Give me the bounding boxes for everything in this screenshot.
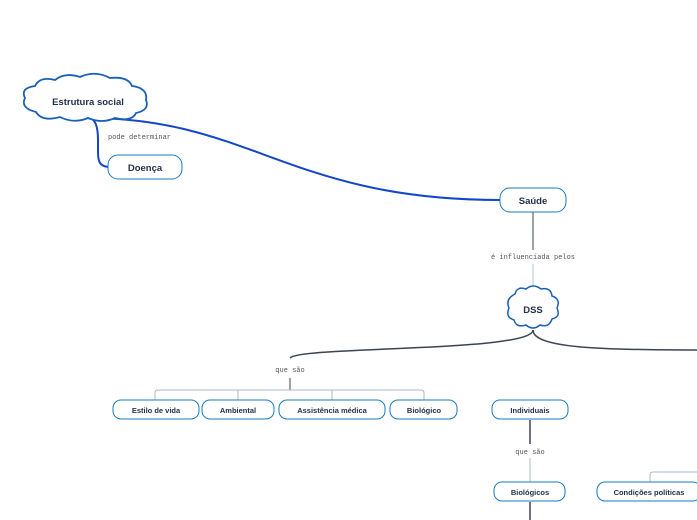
link-label-influenciada: é influenciada pelos <box>491 254 575 262</box>
node-dss[interactable]: DSS <box>507 285 559 329</box>
node-saude[interactable]: Saúde <box>499 187 567 213</box>
connector-dss-left <box>289 329 534 359</box>
node-biologicos[interactable]: Biológicos <box>493 481 566 502</box>
node-doenca[interactable]: Doença <box>107 154 183 180</box>
connector-estrutura-saude <box>87 117 501 201</box>
node-label: Biológicos <box>511 488 549 497</box>
cloud-shape <box>507 285 559 329</box>
link-label-pode-determinar: pode determinar <box>108 134 171 142</box>
link-label-que-sao-individuais: que são <box>515 449 544 457</box>
node-box <box>499 187 567 213</box>
node-assistencia-medica[interactable]: Assistência médica <box>278 399 386 420</box>
node-estrutura-social[interactable]: Estrutura social <box>22 72 148 122</box>
connector-left-branches <box>154 389 425 400</box>
node-box <box>389 399 458 420</box>
cloud-shape <box>22 72 148 122</box>
node-label: DSS <box>523 305 543 316</box>
connector-dss-right <box>532 329 697 351</box>
node-box <box>278 399 386 420</box>
connector-estrutura-doenca <box>87 117 111 168</box>
node-individuais[interactable]: Individuais <box>491 399 569 420</box>
node-label: Estrutura social <box>52 97 124 108</box>
node-ambiental[interactable]: Ambiental <box>201 399 275 420</box>
node-label: Saúde <box>519 196 548 207</box>
link-label-que-sao-left: que são <box>275 367 304 375</box>
connector-condicoes <box>649 471 697 482</box>
node-biologico[interactable]: Biológico <box>389 399 458 420</box>
node-label: Ambiental <box>220 406 256 415</box>
node-condicoes-politicas[interactable]: Condições políticas <box>596 481 697 502</box>
node-label: Condições políticas <box>614 488 685 497</box>
node-label: Individuais <box>510 406 549 415</box>
node-box <box>493 481 566 502</box>
node-box <box>201 399 275 420</box>
node-label: Biológico <box>407 406 442 415</box>
node-box <box>107 154 183 180</box>
node-estilo-de-vida[interactable]: Estilo de vida <box>112 399 200 420</box>
node-label: Estilo de vida <box>132 406 181 415</box>
node-label: Doença <box>128 163 163 174</box>
node-label: Assistência médica <box>297 406 367 415</box>
node-box <box>596 481 697 502</box>
node-box <box>112 399 200 420</box>
node-box <box>491 399 569 420</box>
